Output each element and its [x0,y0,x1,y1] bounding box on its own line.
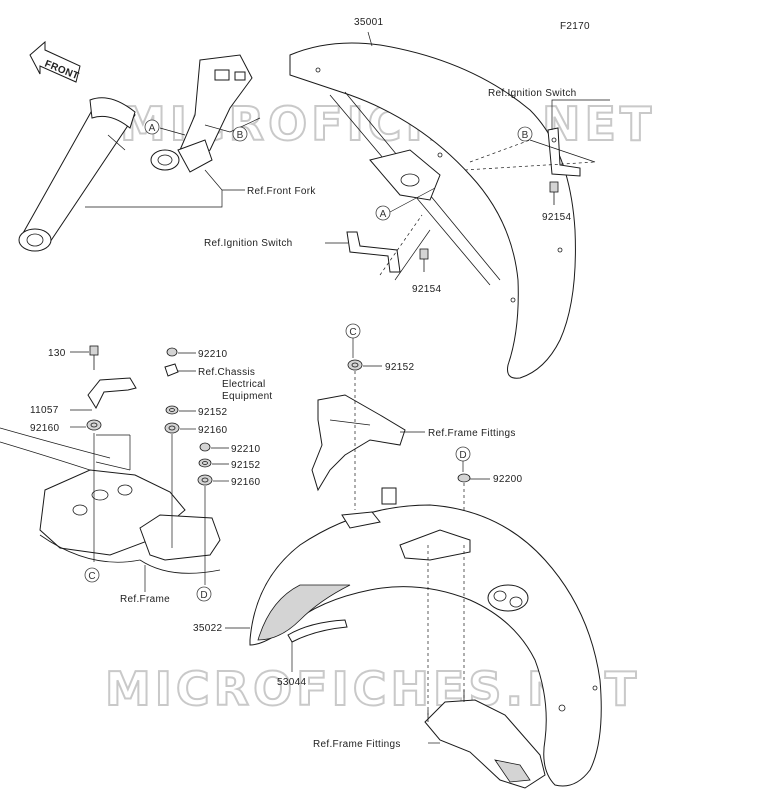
diagram-code: F2170 [560,21,590,32]
label-92160-a: 92160 [198,425,227,436]
label-ref-frame: Ref.Frame [120,594,170,605]
label-ref-ignition-top: Ref.Ignition Switch [488,88,577,99]
label-35022: 35022 [193,623,222,634]
label-ref-ignition-mid: Ref.Ignition Switch [204,238,293,249]
ignition-switch-bracket-mid [346,231,401,273]
chassis-electrical-part [164,363,179,377]
washer-92152-b [198,458,212,468]
frame-fitting-bottom [424,690,546,789]
label-92154-mid: 92154 [412,284,441,295]
svg-text:B: B [237,130,244,141]
label-92160-b: 92160 [231,477,260,488]
label-equipment: Equipment [222,391,273,402]
front-fork-illustration [18,54,253,252]
bolt-130 [89,345,99,370]
nut-92210-a [166,347,178,357]
label-92210-b: 92210 [231,444,260,455]
label-92152-b: 92152 [231,460,260,471]
svg-text:C: C [88,571,95,582]
label-ref-front-fork: Ref.Front Fork [247,186,316,197]
svg-text:D: D [200,590,207,601]
callout-c-rear: C [345,323,361,339]
callout-d-rear: D [455,446,471,462]
label-92160-left: 92160 [30,423,59,434]
front-fender-35001 [289,42,576,379]
callout-b-fork: B [204,117,261,142]
callout-a-fork: A [144,119,186,136]
label-35001: 35001 [354,17,383,28]
callout-b-fender: B [517,126,533,142]
label-frame-fittings-bottom: Ref.Frame Fittings [313,739,401,750]
part-53044 [287,619,348,643]
svg-text:B: B [522,130,529,141]
label-92200: 92200 [493,474,522,485]
svg-text:D: D [459,450,466,461]
svg-text:C: C [349,327,356,338]
callout-d-frame: D [196,586,212,602]
label-frame-fittings-top: Ref.Frame Fittings [428,428,516,439]
label-92210-a: 92210 [198,349,227,360]
grommet-92160-left [86,419,102,431]
label-130: 130 [48,348,66,359]
grommet-92160-b [197,474,213,486]
grommet-92160-a [164,422,180,434]
label-11057: 11057 [30,405,59,416]
callout-a-fender: A [375,205,391,221]
label-92152-c: 92152 [385,362,414,373]
bolt-92154-mid [419,248,429,272]
label-electrical: Electrical [222,379,266,390]
rear-fender-35022 [249,487,602,787]
label-ref-chassis: Ref.Chassis [198,367,255,378]
ignition-switch-bracket-top [547,127,581,177]
washer-92200 [457,473,471,483]
frame-illustration [0,427,221,574]
front-fork-leader [85,189,245,208]
label-92152-a: 92152 [198,407,227,418]
washer-92152-c [347,359,363,371]
svg-text:A: A [380,209,387,220]
svg-text:A: A [149,123,156,134]
front-arrow-icon: FRONT [29,40,81,83]
label-92154-right: 92154 [542,212,571,223]
bracket-11057 [87,377,137,410]
nut-92210-b [199,442,211,452]
frame-fitting-top [311,394,406,492]
bolt-92154-right [549,181,559,205]
label-53044: 53044 [277,677,306,688]
washer-92152-a [165,405,179,415]
callout-c-frame: C [84,567,100,583]
